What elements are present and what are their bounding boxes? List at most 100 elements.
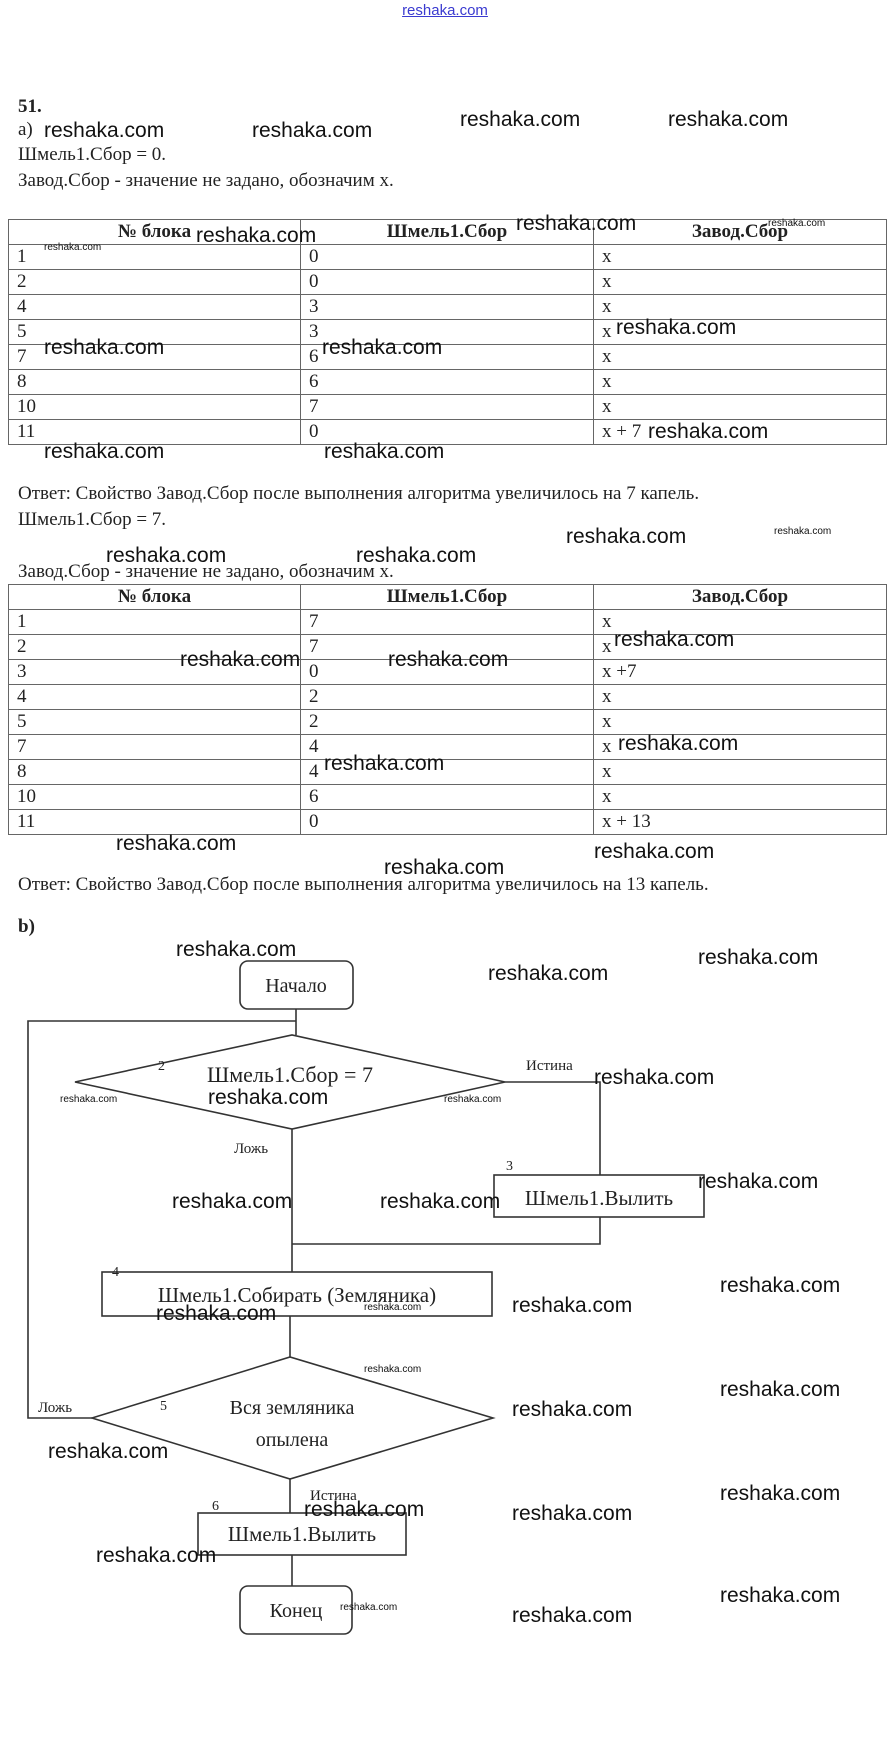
block-3-rect [493, 1174, 705, 1218]
end-label: Конец [270, 1600, 323, 1622]
cell-bumblebee-collect: 0 [300, 419, 594, 445]
watermark: reshaka.com [698, 1170, 819, 1193]
cell-block-no: 8 [8, 369, 301, 395]
watermark: reshaka.com [48, 1440, 169, 1463]
watermark: reshaka.com [720, 1482, 841, 1505]
cond1-true-label: Истина [526, 1058, 573, 1074]
header-bumblebee-collect: Шмель1.Сбор [300, 584, 594, 610]
watermark: reshaka.com [594, 840, 715, 863]
cell-bumblebee-collect: 7 [300, 394, 594, 420]
watermark: reshaka.com [720, 1378, 841, 1401]
cell-block-no: 8 [8, 759, 301, 785]
header-block-no: № блока [8, 219, 301, 245]
block3-label: Шмель1.Вылить [525, 1186, 673, 1210]
start-label: Начало [265, 975, 327, 997]
cell-block-no: 4 [8, 684, 301, 710]
block-4-rect [101, 1271, 493, 1317]
cell-factory-collect: x [593, 369, 887, 395]
cell-block-no: 11 [8, 809, 301, 835]
watermark: reshaka.com [304, 1498, 425, 1521]
block6-number: 6 [212, 1499, 219, 1514]
watermark: reshaka.com [512, 1398, 633, 1421]
run1-init-line: Шмель1.Сбор = 0. [18, 144, 167, 165]
part-b-label: b) [18, 916, 35, 937]
watermark: reshaka.com [388, 648, 509, 671]
cell-bumblebee-collect: 2 [300, 684, 594, 710]
cell-bumblebee-collect: 7 [300, 609, 594, 635]
cell-factory-collect: x +7 [593, 659, 887, 685]
watermark: reshaka.com [774, 526, 832, 537]
cell-block-no: 7 [8, 734, 301, 760]
header-factory-collect: Завод.Сбор [593, 219, 887, 245]
watermark: reshaka.com [196, 224, 317, 247]
cell-factory-collect: x [593, 734, 887, 760]
site-link[interactable]: reshaka.com [402, 2, 488, 19]
watermark: reshaka.com [356, 544, 477, 567]
connector-block3-merge [292, 1217, 601, 1245]
watermark: reshaka.com [44, 336, 165, 359]
watermark: reshaka.com [566, 525, 687, 548]
watermark: reshaka.com [616, 316, 737, 339]
header-factory-collect: Завод.Сбор [593, 584, 887, 610]
connector-true-block3 [505, 1081, 601, 1175]
loop-back-line [27, 1020, 296, 1419]
watermark: reshaka.com [594, 1066, 715, 1089]
cond1-false-label: Ложь [234, 1141, 268, 1157]
cell-bumblebee-collect: 6 [300, 369, 594, 395]
watermark: reshaka.com [618, 732, 739, 755]
watermark: reshaka.com [380, 1190, 501, 1213]
watermark: reshaka.com [460, 108, 581, 131]
watermark: reshaka.com [668, 108, 789, 131]
watermark: reshaka.com [720, 1584, 841, 1607]
watermark: reshaka.com [324, 752, 445, 775]
cell-factory-collect: x [593, 709, 887, 735]
cell-bumblebee-collect: 3 [300, 319, 594, 345]
watermark: reshaka.com [44, 242, 102, 253]
cell-bumblebee-collect: 0 [300, 269, 594, 295]
part-a-label: а) [18, 119, 33, 140]
run2-answer: Ответ: Свойство Завод.Сбор после выполне… [18, 874, 709, 895]
watermark: reshaka.com [516, 212, 637, 235]
cell-factory-collect: x [593, 319, 887, 345]
problem-number: 51. [18, 96, 42, 117]
watermark: reshaka.com [176, 938, 297, 961]
watermark: reshaka.com [116, 832, 237, 855]
watermark: reshaka.com [96, 1544, 217, 1567]
cond5-label-line2: опылена [256, 1429, 329, 1451]
end-terminal [239, 1585, 353, 1635]
cell-block-no: 5 [8, 319, 301, 345]
flowchart: Начало 2 Шмель1.Сбор = 7 Истина Ложь 3 Ш… [27, 960, 705, 1635]
cond5-true-label: Истина [310, 1488, 357, 1504]
watermark: reshaka.com [444, 1094, 502, 1105]
watermark: reshaka.com [364, 1302, 422, 1313]
watermark: reshaka.com [512, 1502, 633, 1525]
cell-factory-collect: x [593, 244, 887, 270]
watermark: reshaka.com [60, 1094, 118, 1105]
cell-factory-collect: x [593, 394, 887, 420]
cell-factory-collect: x [593, 759, 887, 785]
watermark: reshaka.com [614, 628, 735, 651]
watermark: reshaka.com [172, 1190, 293, 1213]
table-header-row: № блока Шмель1.Сбор Завод.Сбор [8, 584, 887, 610]
watermark: reshaka.com [322, 336, 443, 359]
cell-bumblebee-collect: 2 [300, 709, 594, 735]
cell-bumblebee-collect: 3 [300, 294, 594, 320]
watermark: reshaka.com [488, 962, 609, 985]
run1-note: Завод.Сбор - значение не задано, обознач… [18, 170, 394, 191]
watermark: reshaka.com [324, 440, 445, 463]
run1-answer: Ответ: Свойство Завод.Сбор после выполне… [18, 483, 700, 504]
cond1-number: 2 [158, 1059, 165, 1074]
cell-block-no: 10 [8, 784, 301, 810]
